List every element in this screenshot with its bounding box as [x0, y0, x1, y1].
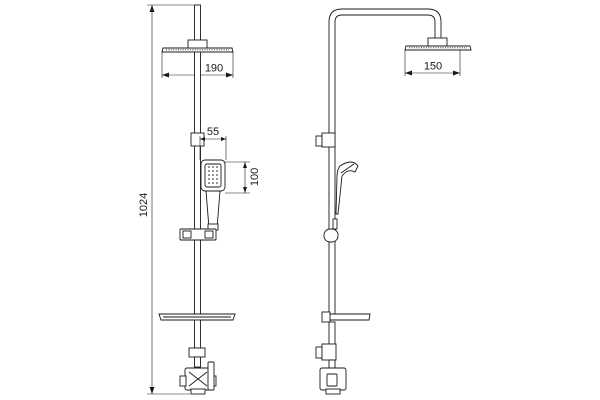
front-lower-pipe — [194, 319, 201, 349]
handshower-height-dimension: 100 — [225, 161, 261, 194]
front-diverter — [188, 347, 206, 368]
front-shower-arm — [194, 4, 201, 46]
side-head-width-dimension: 150 — [404, 50, 461, 76]
side-rain-head — [404, 37, 472, 51]
side-lower-bracket — [315, 343, 337, 361]
front-view: 190 55 — [158, 4, 261, 395]
side-head-width-label: 150 — [424, 61, 442, 73]
front-lever-handle — [207, 361, 215, 391]
front-head-width-label: 190 — [205, 63, 223, 75]
side-slide-holder — [323, 218, 339, 243]
handshower-width-dimension: 55 — [199, 126, 227, 160]
front-riser-pipe — [194, 51, 201, 315]
front-slide-holder — [179, 228, 217, 241]
overall-height-dimension: 1024 — [138, 4, 200, 395]
handshower-width-label: 55 — [207, 126, 219, 138]
side-lower-pipe — [328, 321, 336, 347]
side-hand-shower — [335, 161, 359, 215]
side-gooseneck-arm — [328, 8, 442, 136]
side-view: 150 — [315, 8, 472, 395]
side-upper-bracket — [315, 132, 336, 148]
side-mixer-valve — [319, 359, 347, 395]
front-rain-head — [161, 39, 234, 53]
front-soap-tray — [158, 313, 236, 321]
overall-height-label: 1024 — [138, 193, 150, 217]
handshower-height-label: 100 — [249, 168, 261, 186]
side-soap-tray — [321, 311, 371, 323]
front-hand-shower — [200, 159, 226, 231]
